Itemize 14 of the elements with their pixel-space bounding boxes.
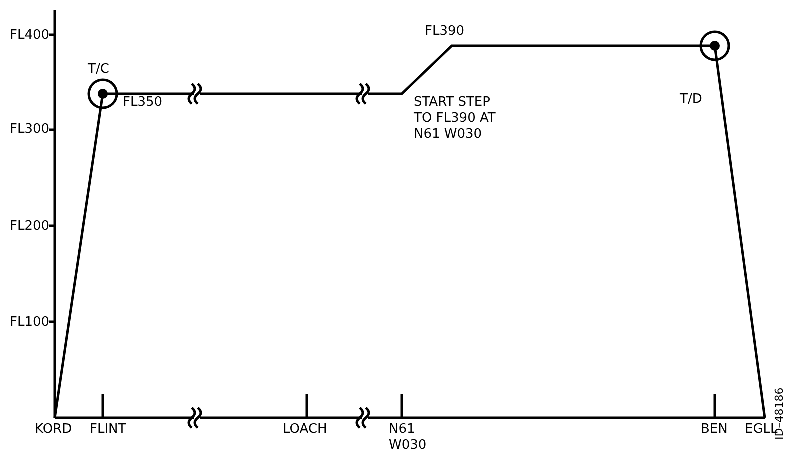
waypoint-label: KORD	[35, 422, 72, 438]
altitude-label: FL200	[10, 219, 50, 235]
altitude-label: FL400	[10, 28, 50, 44]
note-text: START STEP TO FL390 AT N61 W030	[414, 95, 496, 143]
altitude-label: FL300	[10, 122, 50, 138]
flight-level-label: FL350	[123, 95, 163, 111]
waypoint-label: N61 W030	[389, 422, 428, 451]
altitude-label: FL100	[10, 315, 50, 331]
marker-label: T/D	[680, 92, 702, 108]
waypoint-label: LOACH	[283, 422, 328, 438]
waypoint-label: BEN	[701, 422, 728, 438]
marker-label: T/C	[88, 62, 110, 78]
waypoint-label: FLINT	[90, 422, 126, 438]
flight-level-label: FL390	[425, 24, 465, 40]
